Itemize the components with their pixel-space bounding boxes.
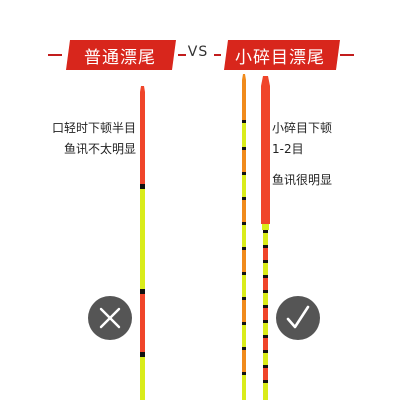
fine-mark-float-description: 小碎目下顿 1-2目 鱼讯很明显 [272,118,352,191]
title-left-dash-leading [48,54,62,56]
cross-icon [99,307,121,329]
check-badge [276,296,320,340]
fine-mark-float-thin [242,74,246,400]
normal-float-tip [140,86,145,400]
check-icon [286,305,310,329]
title-right-banner [224,40,340,70]
cross-badge [88,296,132,340]
title-right: 小碎目漂尾 [235,47,325,68]
normal-float-description: 口轻时下顿半目 鱼讯不太明显 [48,118,136,160]
title-right-dash-trailing [340,54,354,56]
fine-mark-float-thick [261,76,270,400]
vs-label: VS [187,44,209,60]
title-left: 普通漂尾 [84,47,156,68]
normal-float-desc-line2: 鱼讯不太明显 [63,142,136,156]
title-left-dash-trailing [178,54,186,56]
fine-mark-desc-line2: 1-2目 [272,142,304,156]
title-right-dash-leading [214,54,221,56]
normal-float-desc-line1: 口轻时下顿半目 [51,121,136,135]
fine-mark-desc-line3: 鱼讯很明显 [272,173,333,187]
fine-mark-desc-line1: 小碎目下顿 [272,121,333,135]
